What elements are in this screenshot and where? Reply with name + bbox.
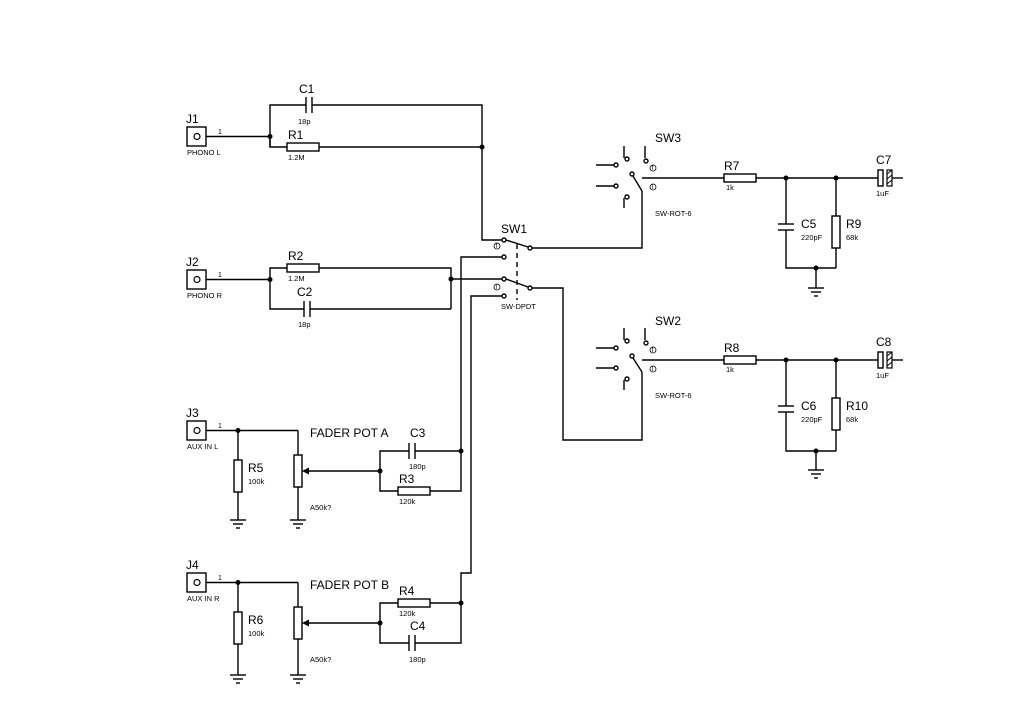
c2-value: 18p: [298, 320, 311, 329]
sw3-ref: SW3: [655, 131, 681, 145]
r1-ref: R1: [288, 128, 304, 142]
r3-ref: R3: [399, 472, 415, 486]
r9-ref: R9: [846, 217, 862, 231]
j4-connector: J4 1 AUX IN R: [186, 558, 298, 603]
sw2-mark-last: l: [652, 367, 653, 373]
sw1-switch: f l SW1 SW-DPDT: [460, 191, 643, 603]
c1-value: 18p: [298, 117, 311, 126]
c7-value: 1uF: [876, 189, 889, 198]
fader-a-network: R5 100k FADER POT A A50k? C3 180p R3 120…: [230, 426, 464, 529]
r4-value: 120k: [399, 609, 416, 618]
c1-r1-network: C1 18p R1 1.2M: [267, 82, 504, 241]
sw3-mark-first: f: [652, 166, 654, 172]
r3-value: 120k: [399, 497, 416, 506]
r7-ref: R7: [724, 159, 740, 173]
c6-ref: C6: [801, 399, 817, 413]
r2-value: 1.2M: [288, 274, 305, 283]
sw2-switch: f l SW2 SW-ROT-6: [596, 314, 724, 400]
j3-ref: J3: [186, 406, 199, 420]
r8-ref: R8: [724, 341, 740, 355]
j3-connector: J3 1 AUX IN L: [186, 406, 298, 451]
c6-value: 220pF: [801, 415, 823, 424]
output-right-network: R8 1k C6 220pF R10 68k C8 1uF: [723, 335, 903, 479]
c5-value: 220pF: [801, 233, 823, 242]
sw3-mark-last: l: [652, 185, 653, 191]
r6-value: 100k: [248, 629, 265, 638]
c1-ref: C1: [299, 82, 315, 96]
j4-ref: J4: [186, 558, 199, 572]
j4-name: AUX IN R: [187, 594, 220, 603]
c4-value: 180p: [409, 655, 426, 664]
j4-pin: 1: [218, 575, 222, 582]
j1-name: PHONO L: [187, 148, 221, 157]
r10-ref: R10: [846, 399, 868, 413]
fader-pot-a-label: FADER POT A: [310, 426, 388, 440]
sw1-value: SW-DPDT: [501, 302, 536, 311]
r7-value: 1k: [726, 183, 734, 192]
fader-pot-a-value: A50k?: [310, 503, 331, 512]
sw3-value: SW-ROT-6: [655, 209, 692, 218]
c2-ref: C2: [297, 285, 313, 299]
c5-ref: C5: [801, 217, 817, 231]
c3-ref: C3: [410, 426, 426, 440]
r5-value: 100k: [248, 477, 265, 486]
c8-ref: C8: [876, 335, 892, 349]
sw1-ref: SW1: [501, 222, 527, 236]
sw1-mark-last: l: [496, 285, 497, 291]
r2-ref: R2: [288, 249, 304, 263]
r9-value: 68k: [846, 233, 858, 242]
sw2-ref: SW2: [655, 314, 681, 328]
j1-ref: J1: [186, 112, 199, 126]
fader-pot-b-value: A50k?: [310, 655, 331, 664]
j2-pin: 1: [218, 272, 222, 279]
sw2-value: SW-ROT-6: [655, 391, 692, 400]
fader-pot-b-label: FADER POT B: [310, 578, 389, 592]
c3-value: 180p: [409, 462, 426, 471]
c8-value: 1uF: [876, 371, 889, 380]
j3-pin: 1: [218, 423, 222, 430]
r6-ref: R6: [248, 613, 264, 627]
r5-ref: R5: [248, 461, 264, 475]
r1-value: 1.2M: [288, 153, 305, 162]
sw2-mark-first: f: [652, 348, 654, 354]
output-left-network: R7 1k C5 220pF R9 68k C7 1uF: [723, 153, 903, 297]
j3-name: AUX IN L: [187, 442, 218, 451]
sw1-mark-first: f: [496, 244, 498, 250]
r8-value: 1k: [726, 365, 734, 374]
r4-ref: R4: [399, 584, 415, 598]
j2-name: PHONO R: [187, 291, 223, 300]
c4-ref: C4: [410, 619, 426, 633]
c7-ref: C7: [876, 153, 892, 167]
j2-connector: J2 1 PHONO R: [186, 255, 270, 300]
sw3-switch: f l SW3 SW-ROT-6: [596, 131, 724, 218]
j1-connector: J1 1 PHONO L: [186, 112, 270, 157]
r10-value: 68k: [846, 415, 858, 424]
r2-c2-network: R2 1.2M C2 18p: [267, 249, 504, 329]
j2-ref: J2: [186, 255, 199, 269]
fader-b-network: R6 100k FADER POT B A50k? R4 120k C4 180…: [230, 578, 464, 684]
j1-pin: 1: [218, 129, 222, 136]
